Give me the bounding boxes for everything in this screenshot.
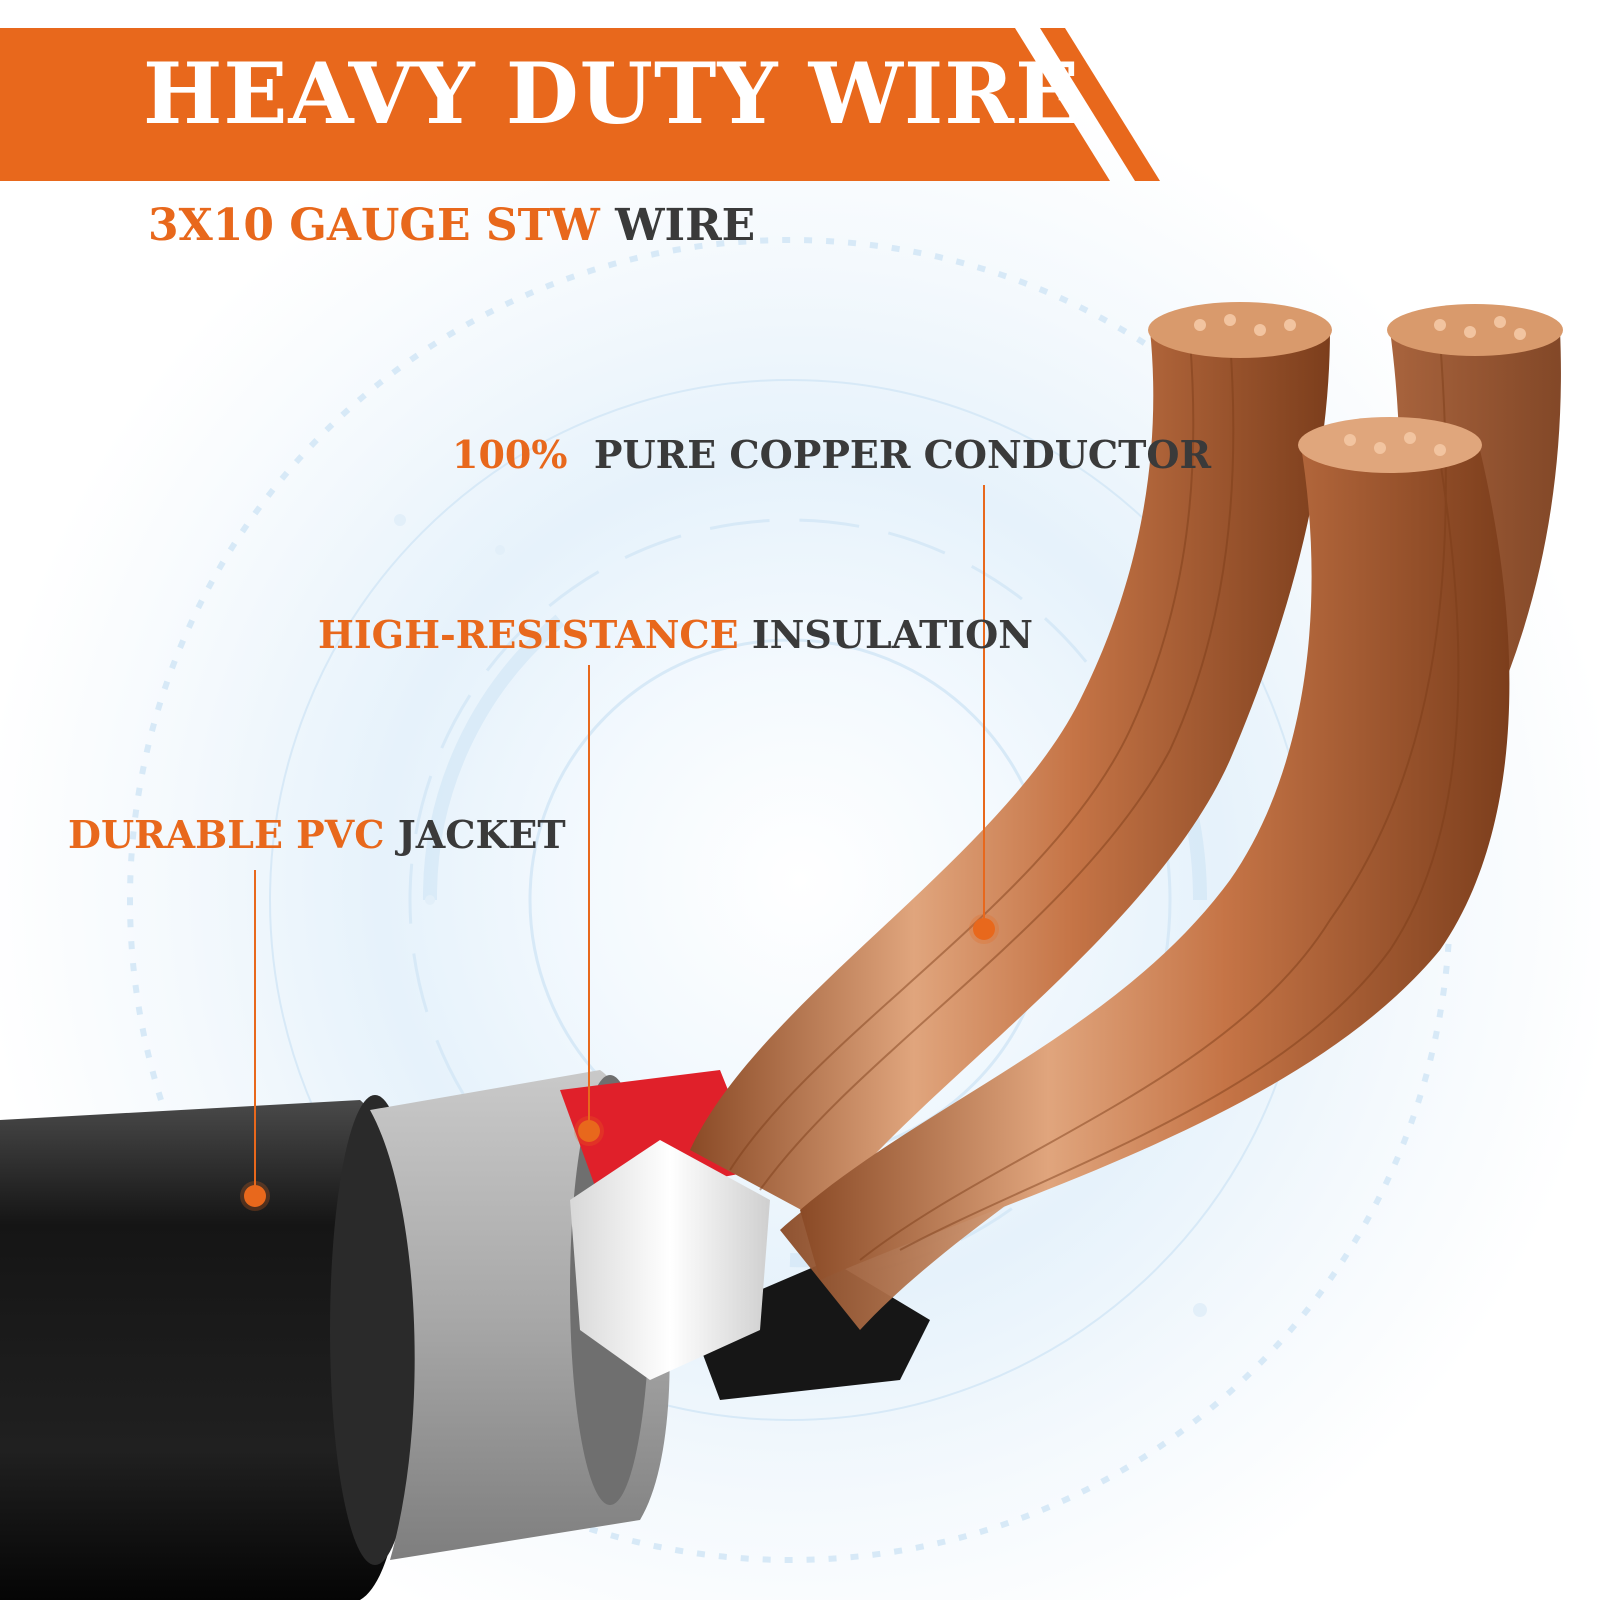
jacket-end	[330, 1095, 420, 1565]
callout-jacket: DURABLE PVC JACKET	[68, 812, 566, 857]
callout-insulation-leader	[588, 665, 590, 1125]
wire-spec-highlight: 3X10 GAUGE STW	[148, 200, 600, 251]
callout-jacket-label: JACKET	[397, 812, 566, 857]
callout-copper-label: PURE COPPER CONDUCTOR	[593, 432, 1212, 477]
callout-jacket-highlight: DURABLE PVC	[68, 812, 385, 857]
copper-strands	[690, 302, 1563, 1330]
callout-insulation-label: INSULATION	[751, 612, 1033, 657]
white-wire-jacket	[570, 1140, 770, 1380]
pvc-jacket	[0, 1100, 409, 1600]
callout-insulation-dot	[578, 1120, 600, 1142]
callout-copper: 100% PURE COPPER CONDUCTOR	[452, 432, 1211, 477]
callout-insulation-highlight: HIGH-RESISTANCE	[318, 612, 739, 657]
banner-shape	[0, 28, 1160, 181]
callout-jacket-dot	[244, 1185, 266, 1207]
callout-copper-leader	[983, 485, 985, 925]
wire-spec-rest: WIRE	[615, 200, 756, 251]
callout-copper-dot	[973, 918, 995, 940]
callout-insulation: HIGH-RESISTANCE INSULATION	[318, 612, 1033, 657]
callout-copper-highlight: 100%	[452, 432, 568, 477]
banner-title: HEAVY DUTY WIRE	[143, 44, 1081, 143]
wire-spec-subtitle: 3X10 GAUGE STW WIRE	[148, 200, 755, 251]
header-banner	[0, 28, 1180, 181]
callout-jacket-leader	[254, 870, 256, 1190]
